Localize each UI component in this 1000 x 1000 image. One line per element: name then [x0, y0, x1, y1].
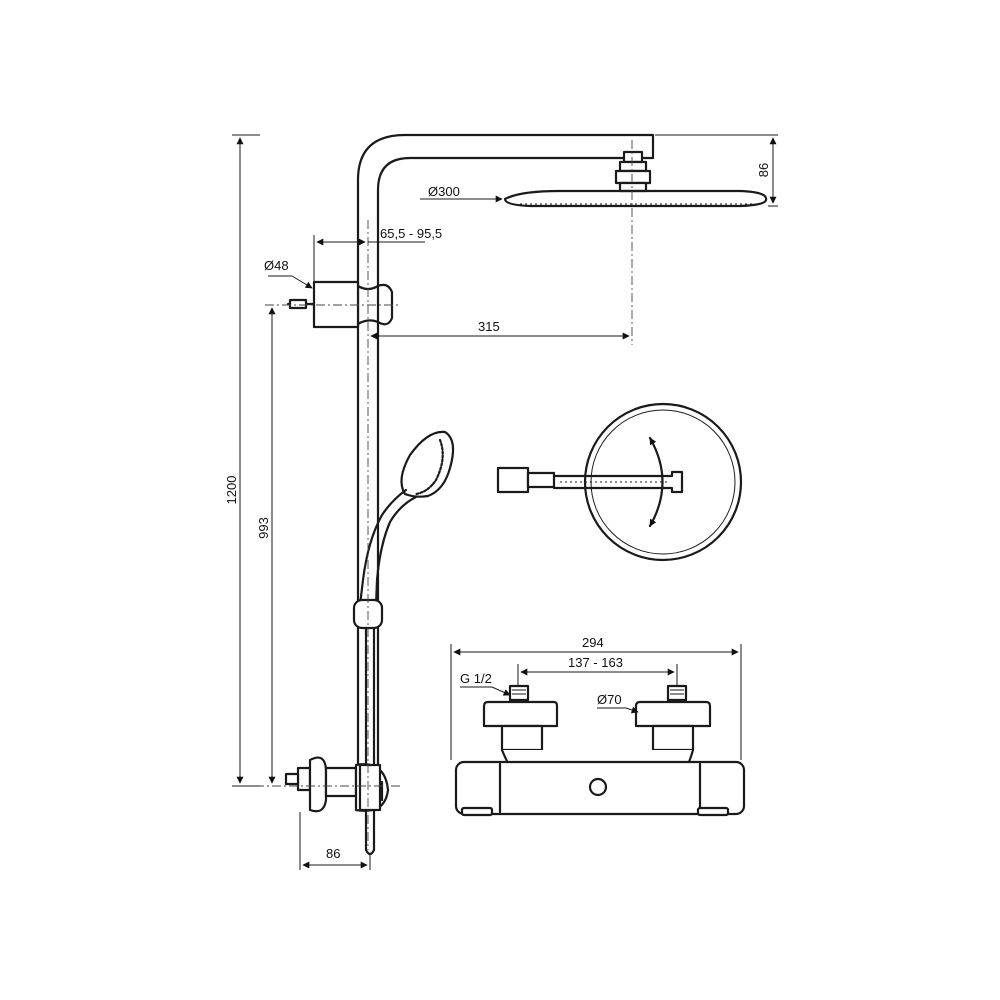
rotation-detail	[496, 402, 743, 562]
label-993: 993	[256, 517, 271, 539]
rain-head-plate	[503, 189, 768, 208]
label-d48: Ø48	[264, 258, 289, 273]
dimension-inlet-thread: G 1/2	[460, 671, 511, 696]
outlet-button	[588, 777, 608, 797]
dimension-mixer-width: 294	[450, 635, 742, 760]
label-head-86: 86	[756, 163, 771, 177]
riser-pipe-outer	[356, 133, 655, 602]
label-294: 294	[582, 635, 604, 650]
dimension-mixer-projection: 86	[299, 812, 371, 870]
dimension-arm-reach: 315	[370, 319, 630, 340]
rotation-arrow-icon	[648, 436, 664, 528]
dimension-escutcheon-diameter: Ø70	[597, 692, 639, 714]
dimension-bracket-range: 65,5 - 95,5	[313, 226, 442, 282]
centerlines	[238, 140, 678, 850]
hand-shower	[358, 430, 455, 607]
dimension-height-total: 1200	[224, 134, 260, 787]
riser-pipe-inner	[376, 156, 622, 602]
label-g12: G 1/2	[460, 671, 492, 686]
mixer-side-view	[284, 756, 390, 813]
hose	[364, 626, 376, 856]
label-d70: Ø70	[597, 692, 622, 707]
dimension-mixer-centers: 137 - 163	[517, 655, 678, 686]
mixer-front-view	[454, 684, 746, 817]
label-bracket-range: 65,5 - 95,5	[380, 226, 442, 241]
label-mixer-86: 86	[326, 846, 340, 861]
label-1200: 1200	[224, 476, 239, 505]
dimension-height-outlet: 993	[256, 307, 276, 784]
label-315: 315	[478, 319, 500, 334]
wall-bracket	[286, 280, 394, 329]
dimension-head-diameter: Ø300	[420, 184, 503, 203]
dimension-bracket-diameter: Ø48	[264, 258, 313, 289]
label-d300: Ø300	[428, 184, 460, 199]
label-137-163: 137 - 163	[568, 655, 623, 670]
dimension-head-height: 86	[655, 134, 778, 207]
